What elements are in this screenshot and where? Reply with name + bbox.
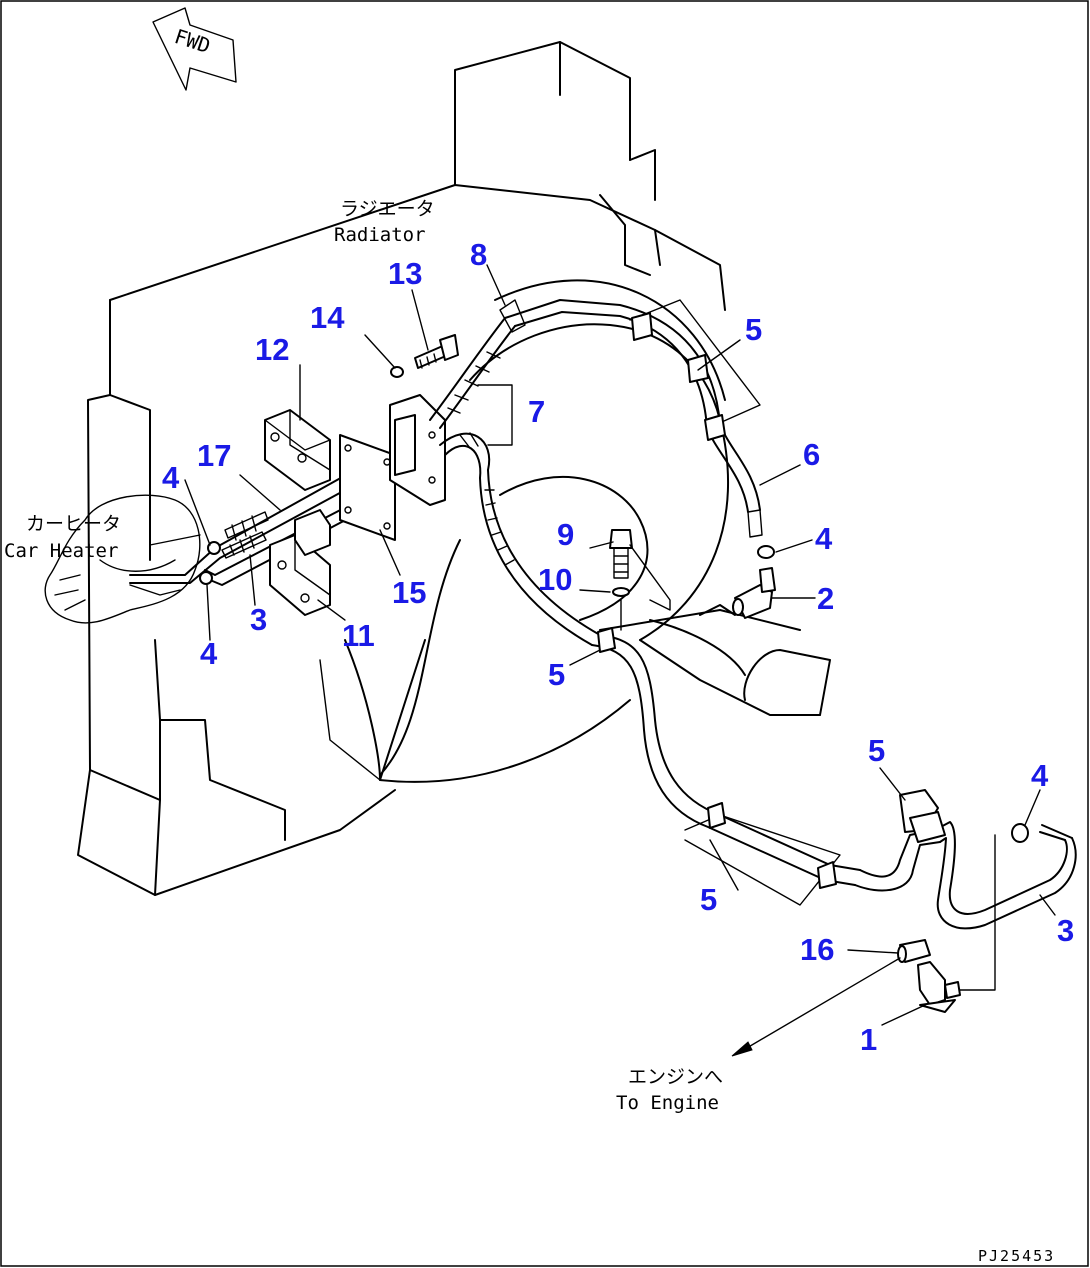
radiator-label-jp: ラジエータ [340,198,435,220]
callout-15: 15 [392,575,426,610]
callout-11: 11 [342,618,375,653]
clamp-block-middle [294,509,331,556]
callout-4: 4 [815,521,833,556]
hose-clamp-icon [207,541,221,555]
callout-4: 4 [162,460,180,495]
car-heater-unit [44,494,201,624]
lower-pipe [591,627,1077,930]
hose-clamp-icon [757,545,775,559]
callout-8: 8 [470,237,487,272]
clamp-block-lower [269,534,331,616]
callout-5: 5 [548,657,565,692]
fwd-label: FWD [172,24,214,58]
callout-10: 10 [538,562,572,597]
hose-7 [429,317,516,479]
engine-label-jp: エンジンへ [628,1066,723,1088]
callout-5: 5 [868,733,885,768]
callout-1: 1 [860,1022,877,1057]
car-heater-label-en: Car Heater [4,540,118,562]
bolt-13-icon [414,334,459,369]
callout-6: 6 [803,437,820,472]
fitting-16-icon [897,939,931,963]
callout-3: 3 [250,602,267,637]
callout-13: 13 [388,256,422,291]
leader-lines [184,264,1056,1026]
radiator-outline [77,41,831,896]
callout-9: 9 [557,517,574,552]
clamp-block-upper [264,409,331,491]
washer-14-icon [390,366,404,378]
bolt-9-leader [629,544,671,611]
callout-5: 5 [745,312,762,347]
valve-bracket [389,394,446,506]
callout-4: 4 [1031,758,1049,793]
radiator-label-en: Radiator [334,224,426,246]
callout-14: 14 [310,300,345,335]
mounting-plate [339,434,396,541]
callout-3: 3 [1057,913,1074,948]
callout-17: 17 [197,438,231,473]
washer-10-icon [612,587,630,597]
hose-clamp-icon [199,571,213,585]
arrowhead-icon [731,1041,753,1057]
upper-pipe [499,299,763,538]
engine-direction-arrow [739,957,901,1053]
callout-2: 2 [817,581,834,616]
callout-5: 5 [700,882,717,917]
car-heater-label-jp: カーヒータ [26,513,121,535]
pipe-3-leader-line [954,834,996,991]
fwd-arrow-icon: FWD [152,7,237,91]
engine-label-en: To Engine [616,1092,719,1114]
callout-16: 16 [800,932,834,967]
valve-1-icon [917,961,961,1013]
callout-7: 7 [528,394,545,429]
callout-12: 12 [255,332,289,367]
hose-clamp-icon [1011,823,1029,843]
hose-7-lower [487,469,601,636]
bolt-9-icon [609,529,633,579]
drawing-code: PJ25453 [978,1247,1055,1265]
elbow-2-icon [732,567,776,619]
callout-4: 4 [200,636,218,671]
